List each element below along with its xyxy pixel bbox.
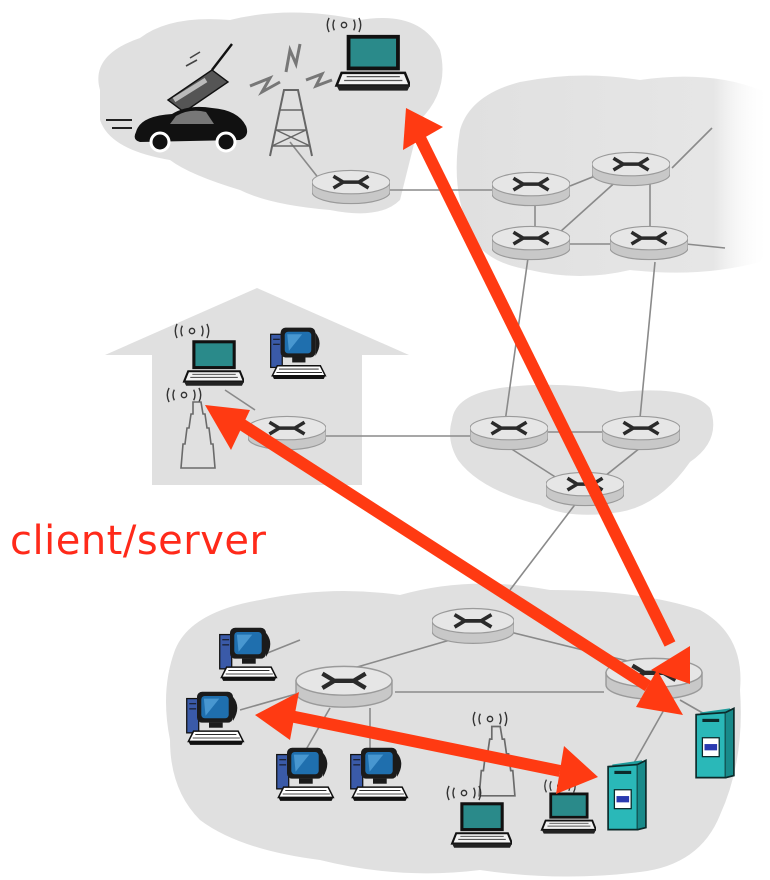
laptop-icon xyxy=(183,339,244,387)
network-links xyxy=(224,127,726,771)
cell-tower-icon xyxy=(249,43,333,157)
arrow-mobile-laptop-to-server xyxy=(403,108,690,684)
laptop-icon xyxy=(451,801,512,849)
router-icon xyxy=(432,606,514,646)
cell-phone-icon xyxy=(166,43,233,113)
router-icon xyxy=(470,414,548,452)
router-icon xyxy=(492,170,570,208)
arrow-home-laptop-to-server xyxy=(205,405,683,715)
home-network xyxy=(105,288,409,485)
client-server-label: client/server xyxy=(10,518,267,564)
laptop-icon xyxy=(540,791,596,835)
client-server-arrows xyxy=(205,108,690,794)
arrow-desktop-to-server xyxy=(255,692,598,794)
car-icon xyxy=(106,106,248,153)
server-icon xyxy=(695,707,735,779)
router-icon xyxy=(610,224,688,262)
router-icon xyxy=(296,666,392,707)
router-icon xyxy=(492,224,570,262)
router-icon xyxy=(312,168,390,206)
router-icon xyxy=(592,150,670,188)
router-icon xyxy=(602,414,680,452)
server-icon xyxy=(607,759,647,831)
laptop-icon xyxy=(335,33,410,92)
